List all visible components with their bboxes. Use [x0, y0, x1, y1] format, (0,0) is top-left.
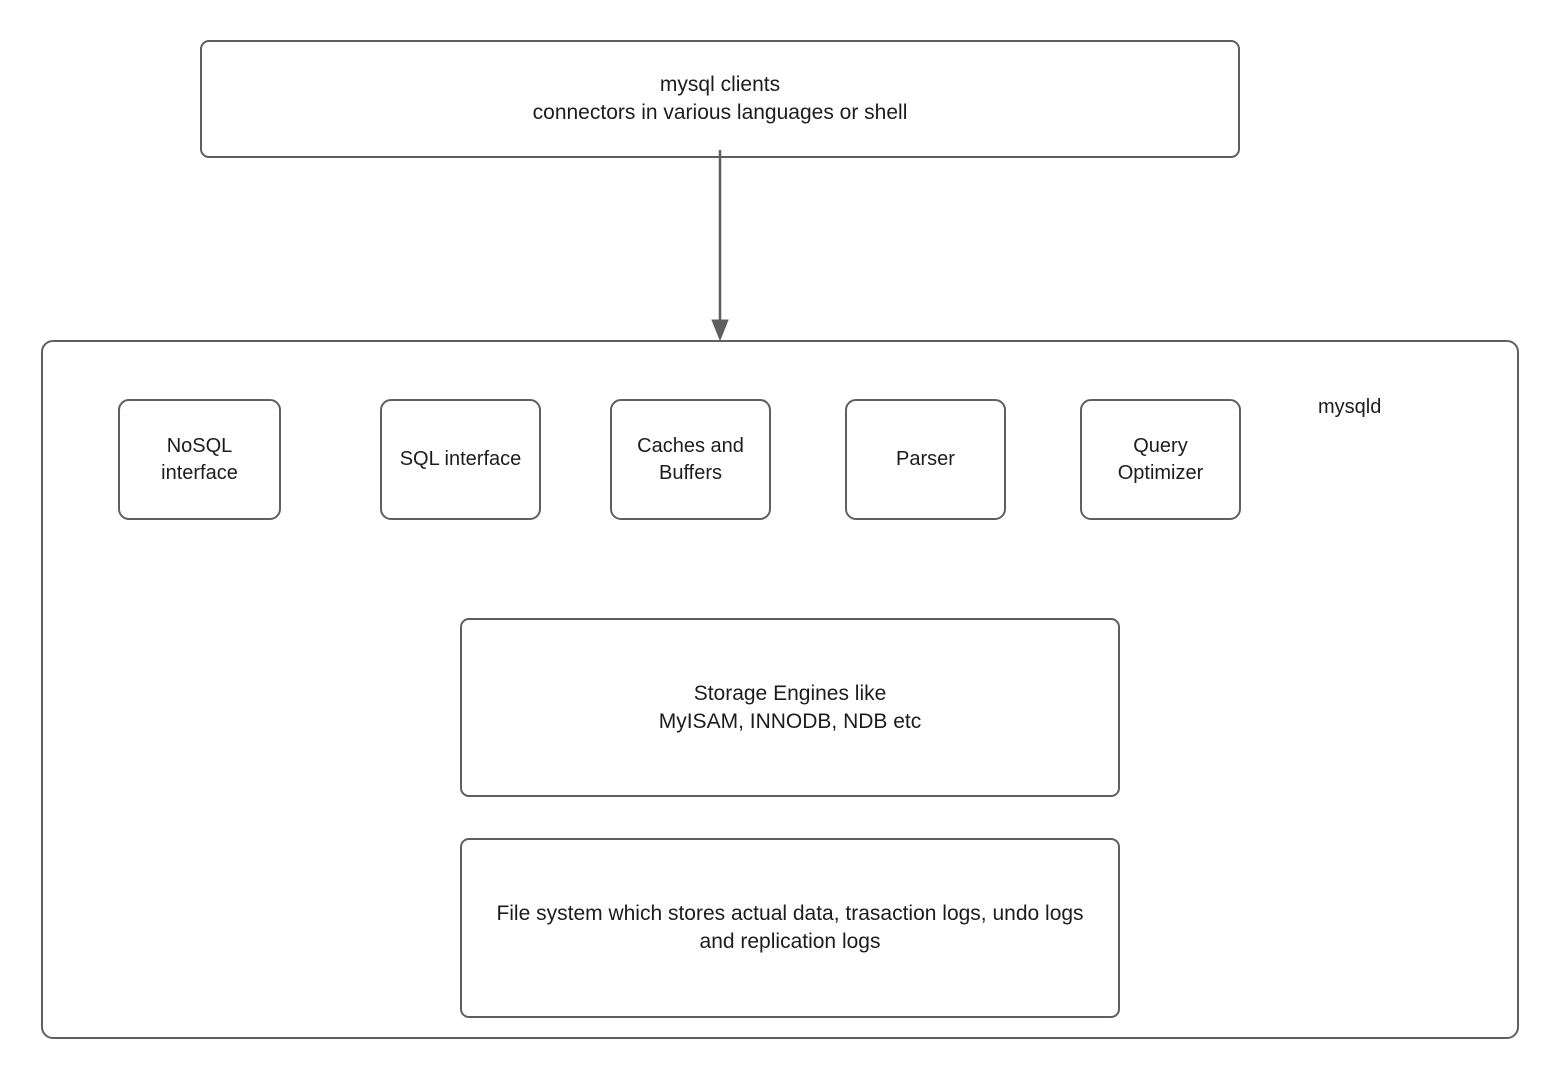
node-query-optimizer-label: Query Optimizer [1117, 435, 1204, 484]
node-caches-and-buffers-label: Caches and Buffers [637, 435, 744, 484]
node-caches-and-buffers[interactable]: Caches and Buffers [610, 399, 771, 520]
node-sql-interface-label: SQL interface [399, 448, 522, 471]
node-storage-engines[interactable]: Storage Engines like MyISAM, INNODB, NDB… [460, 618, 1120, 797]
node-mysql-clients[interactable]: mysql clients connectors in various lang… [200, 40, 1240, 158]
node-mysql-clients-label: mysql clients connectors in various lang… [532, 73, 908, 124]
node-storage-engines-label: Storage Engines like MyISAM, INNODB, NDB… [658, 681, 922, 733]
node-sql-interface[interactable]: SQL interface [380, 399, 541, 520]
node-file-system-label: File system which stores actual data, tr… [496, 902, 1084, 953]
node-parser-label: Parser [896, 448, 955, 471]
node-parser[interactable]: Parser [845, 399, 1006, 520]
node-nosql-interface[interactable]: NoSQL interface [118, 399, 281, 520]
mysqld-title-label: mysqld [1318, 396, 1382, 418]
arrow-down-icon [711, 150, 729, 342]
node-nosql-interface-label: NoSQL interface [161, 435, 238, 484]
node-query-optimizer[interactable]: Query Optimizer [1080, 399, 1241, 520]
connector-clients-to-mysqld [686, 150, 756, 350]
node-file-system[interactable]: File system which stores actual data, tr… [460, 838, 1120, 1018]
